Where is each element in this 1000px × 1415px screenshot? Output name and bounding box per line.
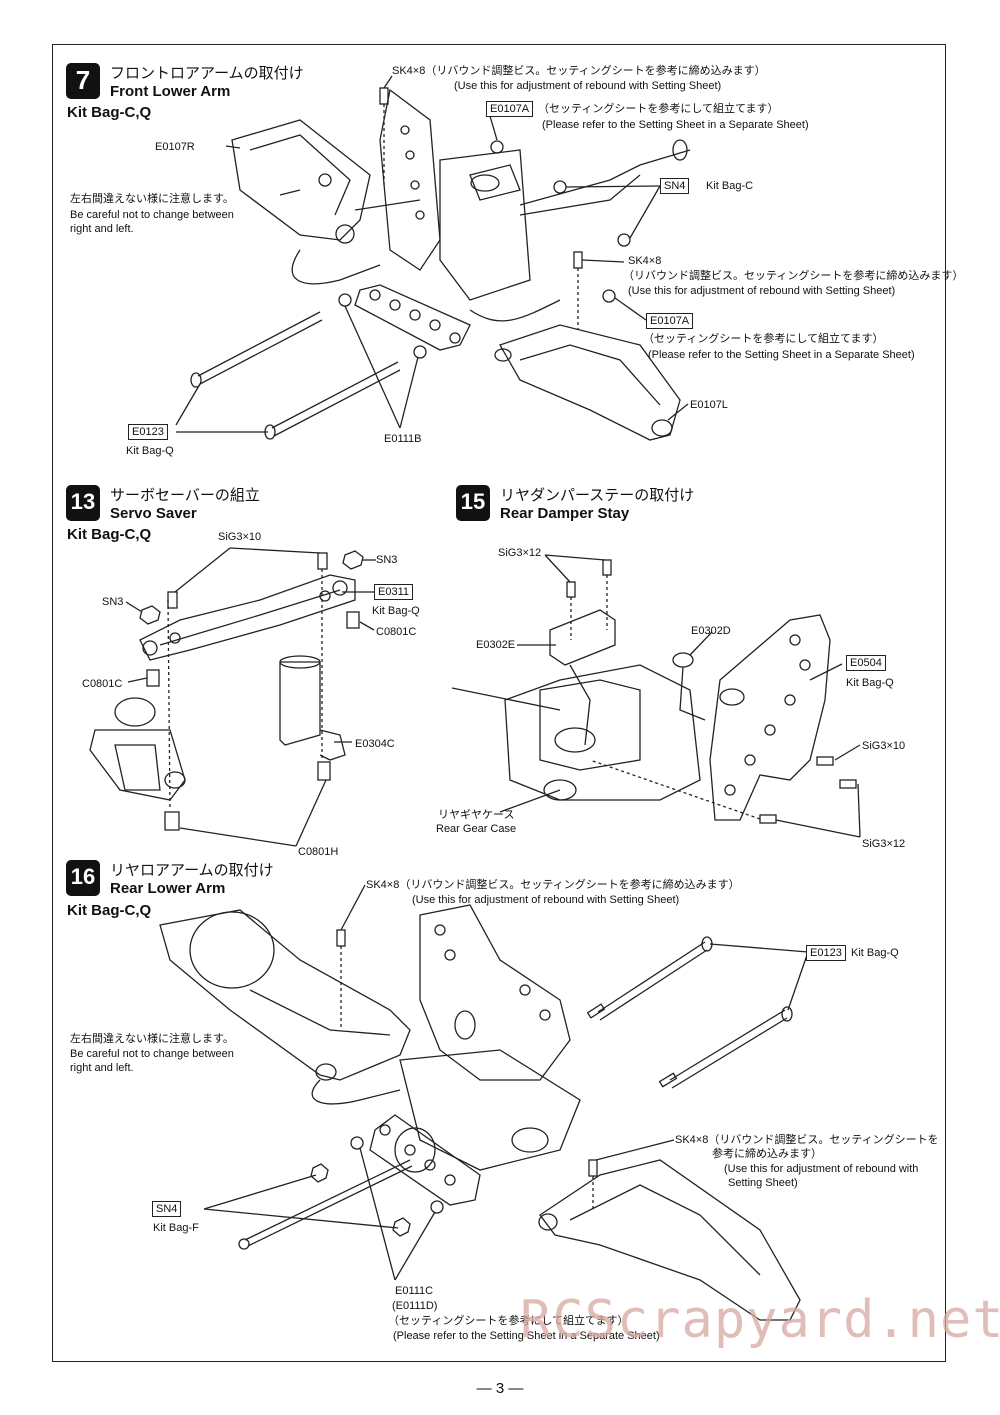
sk48-note-en: (Use this for adjustment of rebound with… xyxy=(454,80,722,92)
careful-note-en-2: right and left. xyxy=(70,1062,134,1074)
sn4-kit-bag: Kit Bag-F xyxy=(153,1222,199,1234)
e0111-note-jp: （セッティングシートを参考にして組立てます） xyxy=(388,1315,629,1327)
e0107a-note-en: (Please refer to the Setting Sheet in a … xyxy=(542,119,809,131)
sk48-note-en: (Use this for adjustment of rebound with… xyxy=(628,285,896,297)
part-label-e0107a: E0107A xyxy=(486,101,534,117)
part-label-e0107r: E0107R xyxy=(155,141,195,153)
step-title-jp: サーボセーバーの組立 xyxy=(110,486,260,504)
sk48-note: SK4×8（リバウンド調整ビス。セッティングシートを参考に締め込みます） xyxy=(392,65,766,77)
part-label-e0111d: (E0111D) xyxy=(392,1300,438,1312)
part-label-sn4: SN4 xyxy=(660,178,690,194)
e0107a-note-en-2: (Please refer to the Setting Sheet in a … xyxy=(648,349,915,361)
careful-note-en-2: right and left. xyxy=(70,223,134,235)
part-label-c0801c-left: C0801C xyxy=(82,678,123,690)
careful-note-en-1: Be careful not to change between xyxy=(70,1048,234,1060)
watermark: RCScrapyard.net xyxy=(520,1290,1000,1350)
part-label-e0311: E0311 xyxy=(374,584,413,600)
step-number-badge: 7 xyxy=(66,63,100,99)
part-label-e0107l: E0107L xyxy=(690,399,728,411)
part-label-e0302d: E0302D xyxy=(691,625,731,637)
sk48-note-right-2: 参考に締め込みます） xyxy=(712,1148,822,1160)
rear-gear-case-en: Rear Gear Case xyxy=(436,823,517,835)
sk48-note-right-en-2: Setting Sheet) xyxy=(728,1177,798,1189)
part-label-sn3-left: SN3 xyxy=(102,596,124,608)
rear-lower-arm-drawing xyxy=(159,884,809,1321)
careful-note-jp: 左右間違えない様に注意します。 xyxy=(70,193,234,205)
step-number-badge: 16 xyxy=(66,860,100,896)
part-label-sig3x12: SiG3×12 xyxy=(498,547,542,559)
e0123-kit-bag: Kit Bag-Q xyxy=(126,445,174,457)
sk48-note: SK4×8（リバウンド調整ビス。セッティングシートを参考に締め込みます） xyxy=(366,879,740,891)
kit-bag-label: Kit Bag-C,Q xyxy=(67,104,152,121)
e0107a-note-jp: （セッティングシートを参考にして組立てます） xyxy=(538,103,779,115)
step-title-jp: リヤダンパーステーの取付け xyxy=(500,486,695,504)
step-title-jp: フロントロアアームの取付け xyxy=(110,64,304,82)
step-title-en: Rear Damper Stay xyxy=(500,505,630,522)
rear-damper-stay-drawing xyxy=(451,554,861,838)
sn4-kit-bag: Kit Bag-C xyxy=(706,180,754,192)
part-label-sig3x12-bottom: SiG3×12 xyxy=(862,838,906,850)
part-label-e0107a-2: E0107A xyxy=(646,313,694,329)
step-number-badge: 15 xyxy=(456,485,490,521)
part-label-e0111c: E0111C xyxy=(395,1285,434,1297)
rear-gear-case-jp: リヤギヤケース xyxy=(438,809,515,821)
part-label-e0304c: E0304C xyxy=(355,738,395,750)
sk48-label: SK4×8 xyxy=(628,255,662,267)
step-number-badge: 13 xyxy=(66,485,100,521)
sk48-note-right-en-1: (Use this for adjustment of rebound with xyxy=(724,1163,919,1175)
step-title-en: Rear Lower Arm xyxy=(110,880,226,897)
e0311-kit-bag: Kit Bag-Q xyxy=(372,605,420,617)
part-label-sn3: SN3 xyxy=(376,554,398,566)
part-label-sig3x10: SiG3×10 xyxy=(218,531,262,543)
part-label-sn4: SN4 xyxy=(152,1201,182,1217)
e0107a-note-jp-2: （セッティングシートを参考にして組立てます） xyxy=(643,333,884,345)
part-label-e0302e: E0302E xyxy=(476,639,516,651)
part-label-sig3x10: SiG3×10 xyxy=(862,740,906,752)
sk48-note-jp: （リバウンド調整ビス。セッティングシートを参考に締め込みます） xyxy=(623,270,964,282)
step-title-en: Servo Saver xyxy=(110,505,197,522)
kit-bag-label: Kit Bag-C,Q xyxy=(67,902,152,919)
e0123-kit-bag: Kit Bag-Q xyxy=(851,947,899,959)
part-label-c0801c: C0801C xyxy=(376,626,417,638)
page-frame xyxy=(52,44,946,1362)
e0504-kit-bag: Kit Bag-Q xyxy=(846,677,894,689)
careful-note-en-1: Be careful not to change between xyxy=(70,209,234,221)
part-label-e0123: E0123 xyxy=(806,945,846,961)
part-label-c0801h: C0801H xyxy=(298,846,339,858)
careful-note-jp: 左右間違えない様に注意します。 xyxy=(70,1033,234,1045)
e0111-note-en: (Please refer to the Setting Sheet in a … xyxy=(393,1330,660,1342)
part-label-e0504: E0504 xyxy=(846,655,886,671)
step-title-jp: リヤロアアームの取付け xyxy=(110,861,274,879)
step-title-en: Front Lower Arm xyxy=(110,83,231,100)
sk48-note-right: SK4×8（リバウンド調整ビス。セッティングシートを xyxy=(675,1134,939,1146)
front-lower-arm-drawing xyxy=(175,75,691,441)
kit-bag-label: Kit Bag-C,Q xyxy=(67,526,152,543)
part-label-e0123: E0123 xyxy=(128,424,168,440)
page-number: — 3 — xyxy=(476,1380,524,1397)
sk48-note-en: (Use this for adjustment of rebound with… xyxy=(412,894,680,906)
part-label-e0111b: E0111B xyxy=(384,433,422,445)
servo-saver-drawing xyxy=(89,547,376,847)
